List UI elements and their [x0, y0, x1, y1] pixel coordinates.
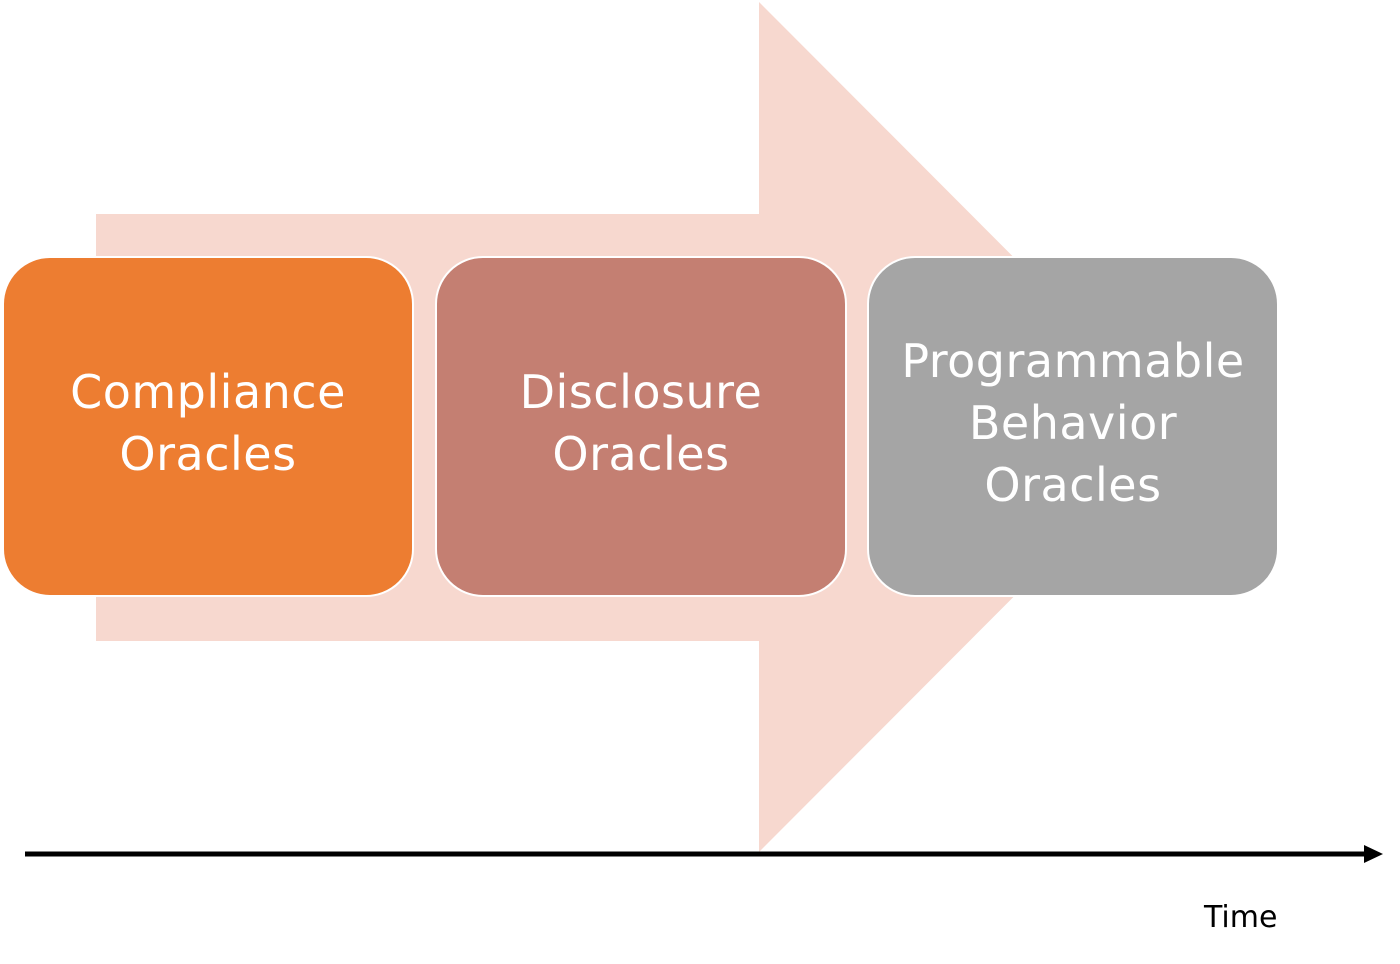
disclosure-oracles-label: Disclosure Oracles	[519, 364, 763, 481]
compliance-oracles-box: Compliance Oracles	[2, 256, 414, 597]
disclosure-oracles-box: Disclosure Oracles	[435, 256, 847, 597]
programmable-behavior-oracles-box: Programmable Behavior Oracles	[867, 256, 1279, 597]
programmable-behavior-oracles-label: Programmable Behavior Oracles	[901, 333, 1245, 512]
compliance-oracles-label: Compliance Oracles	[70, 364, 346, 481]
time-axis-label: Time	[1204, 900, 1278, 935]
